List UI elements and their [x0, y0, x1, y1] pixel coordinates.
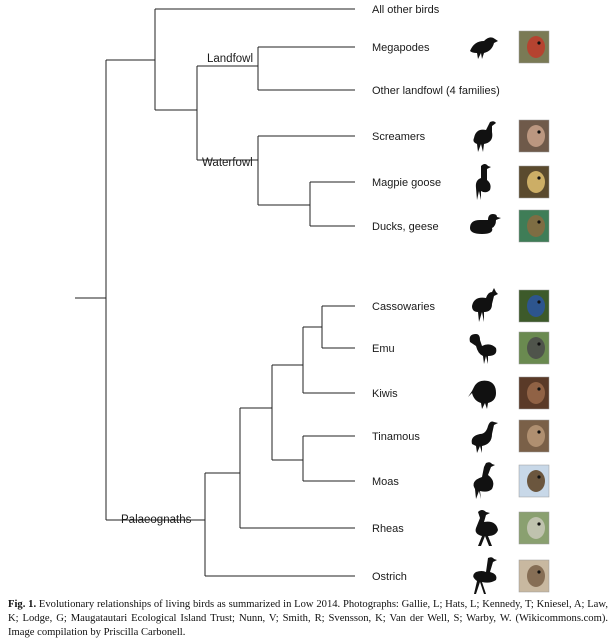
megapode-photo [518, 30, 550, 64]
screamer-photo [518, 119, 550, 153]
moa-silhouette-icon [473, 462, 495, 499]
tip-label-ostrich: Ostrich [372, 571, 407, 583]
moa-photo [518, 464, 550, 498]
tip-label-tinamous: Tinamous [372, 431, 420, 443]
duck-silhouette-icon [470, 214, 501, 234]
tip-label-kiwis: Kiwis [372, 388, 398, 400]
magpie-goose-photo [518, 165, 550, 199]
caption-text: Evolutionary relationships of living bir… [8, 599, 608, 638]
emu-silhouette-icon [469, 334, 497, 364]
emu-photo [518, 331, 550, 365]
rhea-photo [518, 511, 550, 545]
tinamou-silhouette-icon [471, 421, 498, 453]
tip-label-ducks-geese: Ducks, geese [372, 221, 439, 233]
clade-label-landfowl: Landfowl [207, 53, 253, 65]
kiwi-photo [518, 376, 550, 410]
tip-label-screamers: Screamers [372, 131, 426, 143]
caption-label: Fig. 1. [8, 599, 37, 610]
clade-label-palaeognaths: Palaeognaths [121, 514, 192, 526]
photo-column [518, 30, 550, 593]
cassowary-silhouette-icon [472, 288, 498, 322]
tip-label-megapodes: Megapodes [372, 42, 430, 54]
figure-caption: Fig. 1. Evolutionary relationships of li… [8, 598, 608, 640]
clade-label-waterfowl: Waterfowl [202, 157, 253, 169]
tip-label-magpie-goose: Magpie goose [372, 177, 441, 189]
tip-label-cassowaries: Cassowaries [372, 301, 435, 313]
duck-photo [518, 209, 550, 243]
tip-label-all-other-birds: All other birds [372, 4, 440, 16]
magpie-goose-silhouette-icon [475, 164, 491, 200]
kiwi-silhouette-icon [468, 380, 496, 409]
tip-label-other-landfowl: Other landfowl (4 families) [372, 85, 500, 97]
tip-label-moas: Moas [372, 476, 399, 488]
silhouette-column [468, 37, 501, 594]
screamer-silhouette-icon [473, 121, 496, 152]
tip-label-rheas: Rheas [372, 523, 404, 535]
megapode-silhouette-icon [470, 37, 498, 59]
ostrich-silhouette-icon [473, 557, 497, 594]
tip-label-emu: Emu [372, 343, 395, 355]
rhea-silhouette-icon [475, 510, 498, 546]
tinamou-photo [518, 419, 550, 453]
tree-branches [75, 8, 355, 577]
ostrich-photo [518, 559, 550, 593]
cassowary-photo [518, 289, 550, 323]
